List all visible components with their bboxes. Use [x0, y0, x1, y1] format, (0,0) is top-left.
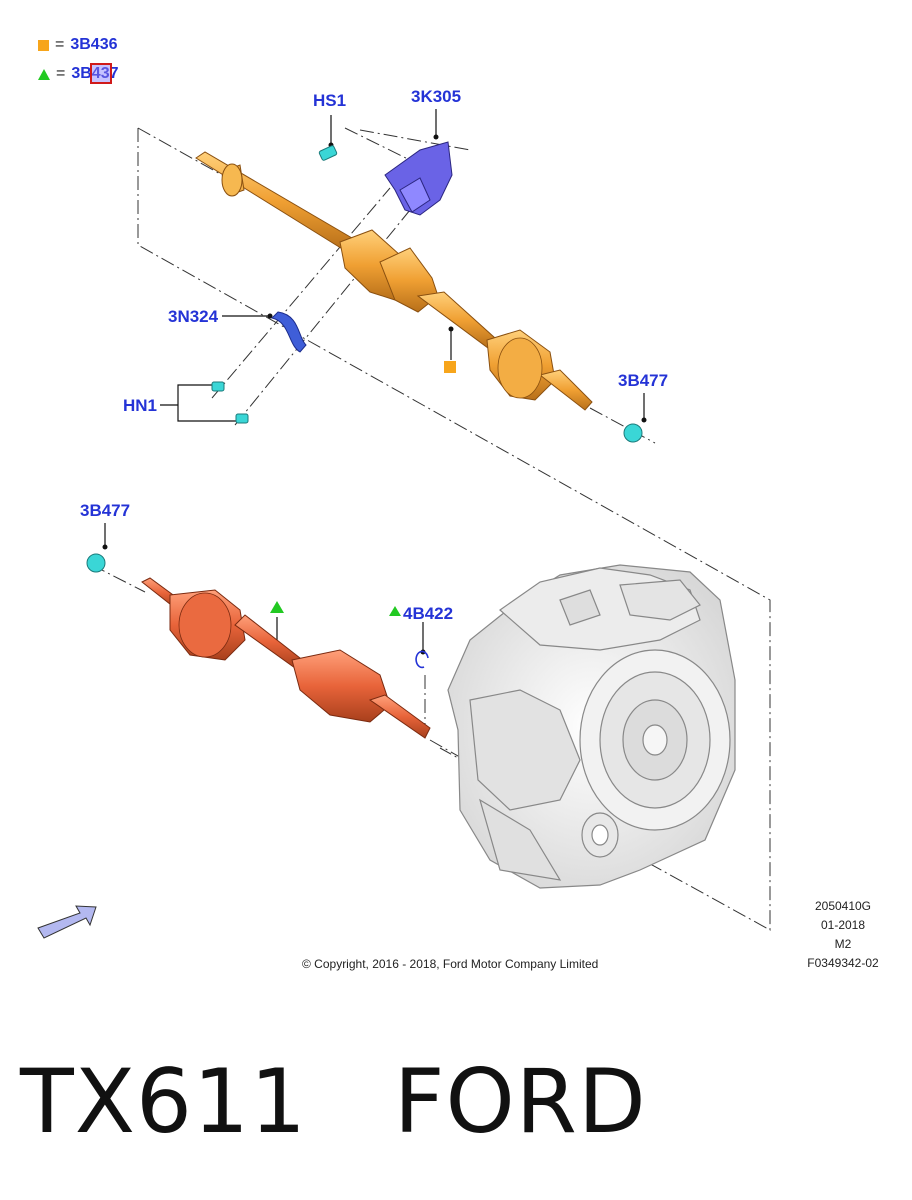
legend-code-orange: 3B436: [70, 36, 118, 53]
direction-arrow-icon: [37, 905, 97, 939]
figure-id: F0349342-02: [807, 956, 879, 970]
leader-lines: [104, 109, 645, 652]
upper-drive-shaft: [195, 151, 593, 411]
green-triangle-marker: [270, 601, 284, 613]
green-triangle-icon: [38, 68, 50, 80]
copyright-notice: © Copyright, 2016 - 2018, Ford Motor Com…: [302, 957, 599, 971]
clip-3n324: [271, 311, 307, 353]
legend-equals: =: [55, 36, 65, 53]
legend-row-green: = 3B437: [38, 63, 119, 84]
snap-ring-4b422: [415, 650, 429, 669]
callout-3b477-top: 3B477: [618, 371, 669, 390]
fasteners: [86, 145, 643, 573]
callout-3k305: 3K305: [411, 87, 462, 106]
callout-4b422: 4B422: [403, 604, 454, 623]
legend-code-prefix: 3B: [71, 65, 92, 82]
green-triangle-marker-4b422: [389, 606, 401, 616]
bracket-3k305: [384, 141, 453, 216]
legend-equals: =: [56, 65, 66, 82]
highlighted-text: 43: [89, 63, 112, 84]
callout-3b477-bottom: 3B477: [80, 501, 131, 520]
figure-revision: M2: [834, 937, 852, 951]
figure-date: 01-2018: [820, 918, 866, 932]
callout-3n324: 3N324: [168, 307, 219, 326]
legend-code-suffix: 7: [109, 65, 119, 82]
bottom-title: TX611 FORD: [20, 1050, 647, 1153]
part-code: 2050410G: [814, 899, 872, 913]
exploded-parts-diagram: [37, 109, 771, 939]
orange-square-marker: [444, 361, 456, 373]
figure-meta: 2050410G 01-2018 M2 F0349342-02: [806, 897, 880, 973]
callout-hn1: HN1: [123, 396, 158, 415]
callout-hs1: HS1: [313, 91, 347, 110]
legend-row-orange: = 3B436: [38, 36, 118, 54]
lower-drive-shaft: [141, 577, 431, 739]
legend-code-green: 3B437: [71, 63, 119, 84]
transmission-housing: [447, 564, 736, 889]
orange-square-icon: [38, 39, 49, 51]
